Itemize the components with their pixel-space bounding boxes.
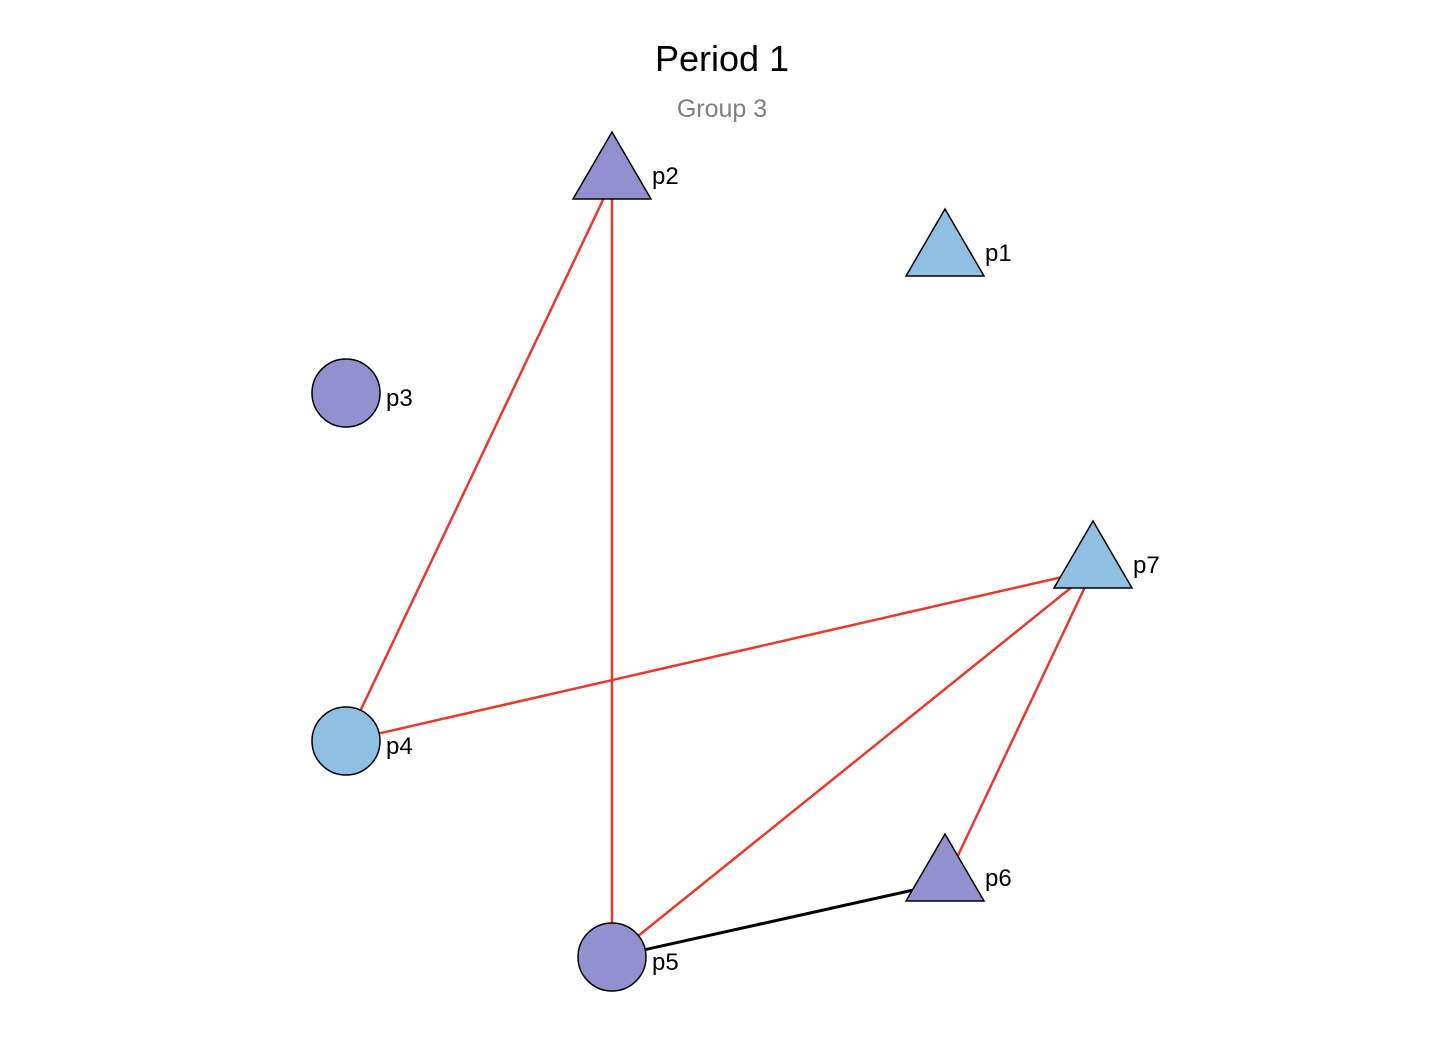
node-p7: p7 xyxy=(1052,519,1160,589)
node-p3: p3 xyxy=(311,358,413,428)
node-label-p6: p6 xyxy=(985,865,1012,892)
node-p3-circle xyxy=(311,358,381,428)
node-label-p2: p2 xyxy=(652,163,679,190)
node-p4-circle xyxy=(311,706,381,776)
node-p2: p2 xyxy=(571,130,679,200)
edge-p6-p7 xyxy=(943,569,1095,884)
graph-title: Period 1 xyxy=(654,38,790,79)
node-p1: p1 xyxy=(904,207,1012,277)
graph-subtitle: Group 3 xyxy=(676,95,768,123)
node-label-p5: p5 xyxy=(652,949,679,976)
node-p6: p6 xyxy=(904,832,1012,902)
node-p7-triangle xyxy=(1052,519,1134,589)
edge-p2-p4 xyxy=(344,180,614,742)
node-label-p3: p3 xyxy=(386,385,413,412)
nodes-layer: p1 p2 p3 p4 p5 p6 p7 xyxy=(311,130,1160,992)
node-label-p7: p7 xyxy=(1133,552,1160,579)
node-label-p1: p1 xyxy=(985,240,1012,267)
node-p2-triangle xyxy=(571,130,653,200)
node-p5: p5 xyxy=(577,922,679,992)
node-p1-triangle xyxy=(904,207,986,277)
edge-p4-p7 xyxy=(345,568,1094,743)
node-p4: p4 xyxy=(311,706,413,776)
edge-p5-p6 xyxy=(611,881,946,959)
edge-p5-p7 xyxy=(611,569,1094,958)
node-label-p4: p4 xyxy=(386,733,413,760)
edges-layer xyxy=(344,180,1095,959)
node-p6-triangle xyxy=(904,832,986,902)
node-p5-circle xyxy=(577,922,647,992)
